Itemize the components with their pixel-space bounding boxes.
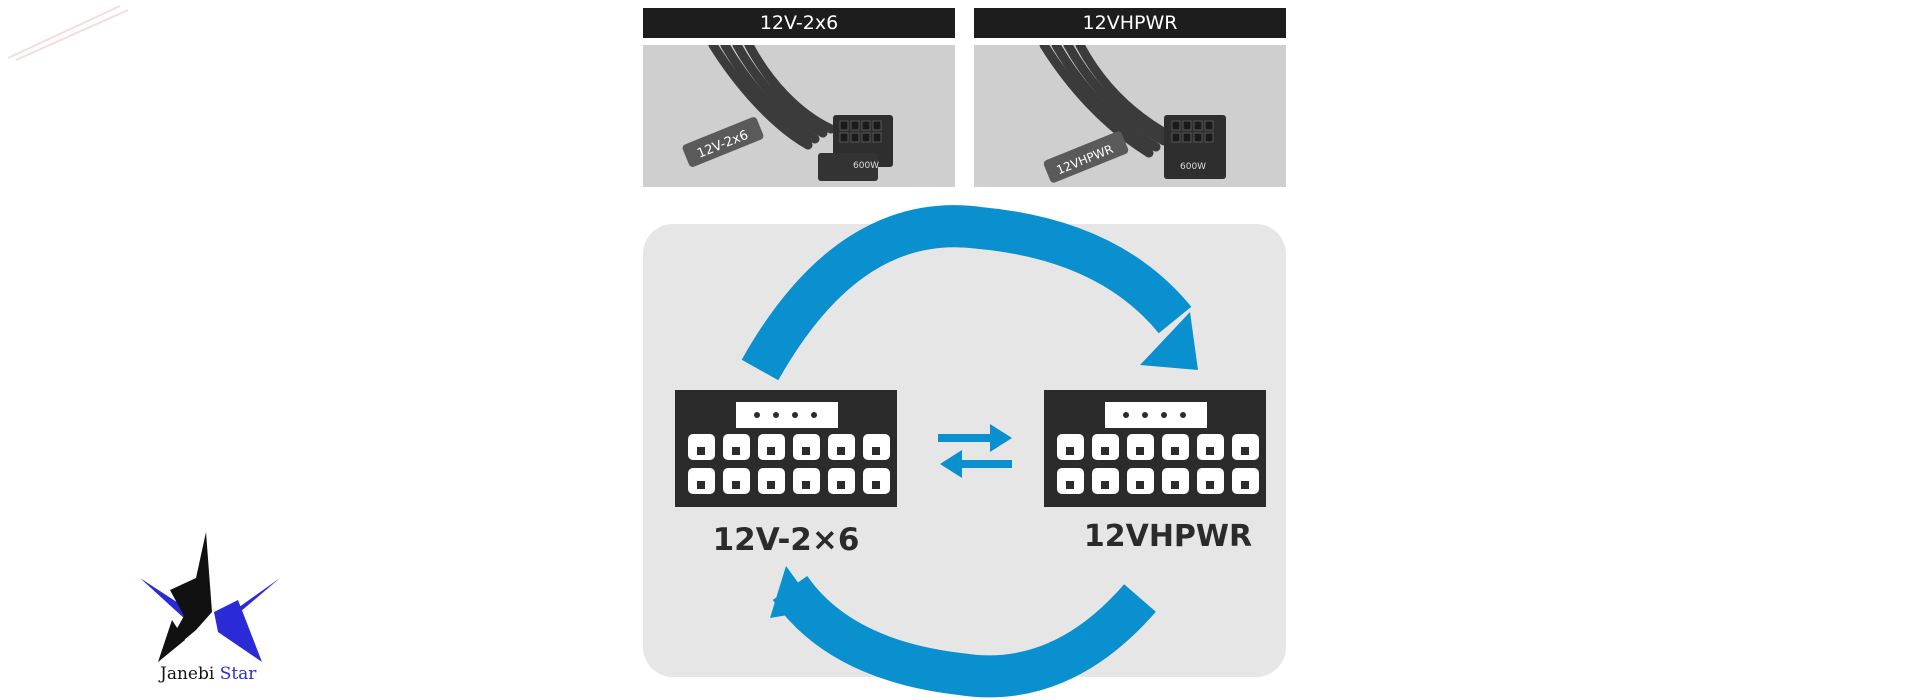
logo-wordmark: Janebi Star [160,664,256,684]
janebi-star-logo-icon [140,532,280,662]
cable-photo-12vhpwr: 12VHPWR 600W [974,45,1286,187]
watt-label-12vhpwr: 600W [1180,162,1206,172]
panel-header-12vhpwr: 12VHPWR [974,8,1286,38]
logo-word-janebi: Janebi [160,664,215,684]
arrow-bottom-curve [772,575,1156,698]
connector-label-12vhpwr: 12VHPWR [1084,519,1252,554]
connector-label-12v-2x6: 12V-2×6 [713,522,860,558]
arrow-top-curve [741,205,1192,381]
cable-illustration: 12VHPWR 600W [1039,45,1226,183]
logo-word-star: Star [219,664,257,684]
panel-header-12v-2x6: 12V-2x6 [643,8,955,38]
arrow-bottom-head [770,566,818,618]
swap-arrows-icon [938,424,1012,478]
cable-photo-12v-2x6: 12V-2x6 600W [643,45,955,187]
cable-illustration: 12V-2x6 600W [682,45,893,181]
arrow-top-head [1140,312,1198,370]
connector-12v-2x6 [675,390,897,507]
connector-12vhpwr [1044,390,1266,507]
watt-label-12v-2x6: 600W [853,161,879,171]
decorative-watermark [7,5,129,61]
